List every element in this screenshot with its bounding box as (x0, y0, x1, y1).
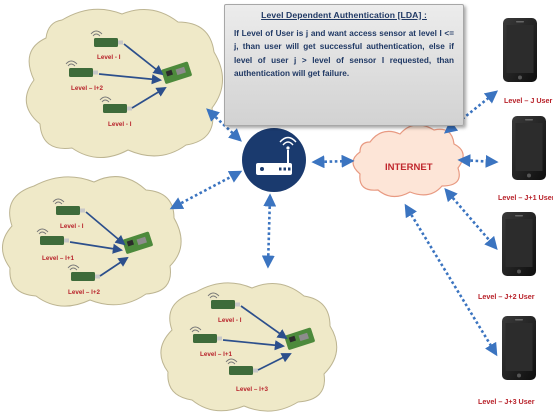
link-cluster2-router (169, 170, 243, 210)
cluster-cloud-3 (160, 282, 338, 412)
wireless-sensor-icon (90, 30, 123, 47)
user-label: Level – J+1 User (498, 193, 553, 202)
wireless-sensor-icon (207, 292, 240, 309)
sensor-label: Level - I (218, 317, 242, 324)
wireless-sensor-icon (67, 264, 100, 281)
sensor-label: Level – I+1 (200, 351, 233, 358)
wireless-sensor-icon (65, 60, 98, 77)
sensor-label: Level – I+2 (71, 85, 104, 92)
sensor-label: Level - I (60, 223, 84, 230)
gateway-board-icon (284, 327, 315, 350)
sensor-label: Level – I+1 (42, 255, 75, 262)
link-internet-user2 (457, 154, 499, 168)
sensor-cluster-3: Level - I Level – I+1 Level – I+3 (160, 282, 338, 412)
lda-info-title: Level Dependent Authentication [LDA] : (261, 10, 427, 20)
smartphone-icon (503, 18, 537, 82)
internet-cloud-icon: INTERNET (352, 124, 464, 198)
sensor-label: Level – I+2 (68, 289, 101, 296)
user-label: Level – J+2 User (478, 292, 535, 301)
cluster-cloud-2 (2, 176, 182, 307)
wireless-sensor-icon (36, 228, 69, 245)
sensor-label: Level – I+3 (236, 386, 269, 393)
wireless-sensor-icon (189, 326, 222, 343)
wireless-sensor-icon (225, 358, 258, 375)
link-internet-user4 (404, 203, 498, 357)
cluster-cloud-1 (25, 8, 223, 158)
smartphone-icon (512, 116, 546, 180)
wireless-sensor-icon (52, 198, 85, 215)
internet-label: INTERNET (385, 162, 433, 173)
smartphone-icon (502, 316, 536, 380)
sensor-cluster-2: Level - I Level – I+1 Level – I+2 (2, 176, 182, 307)
smartphone-icon (502, 212, 536, 276)
wifi-router-icon (242, 128, 306, 192)
sensor-label: Level - I (97, 54, 121, 61)
lda-info-text: If Level of User is j and want access se… (234, 29, 454, 79)
user-label: Level – J User (504, 96, 553, 105)
gateway-board-icon (161, 61, 192, 84)
user-label: Level – J+3 User (478, 397, 535, 406)
link-internet-user3 (444, 188, 498, 250)
sensor-cluster-1: Level - I Level – I+2 Level - I (25, 8, 223, 158)
lda-info-box: Level Dependent Authentication [LDA] : I… (224, 4, 464, 126)
link-cluster3-router (261, 193, 277, 269)
sensor-label: Level - I (108, 121, 132, 128)
gateway-board-icon (122, 231, 153, 254)
link-router-internet (311, 154, 355, 169)
wireless-sensor-icon (99, 96, 132, 113)
